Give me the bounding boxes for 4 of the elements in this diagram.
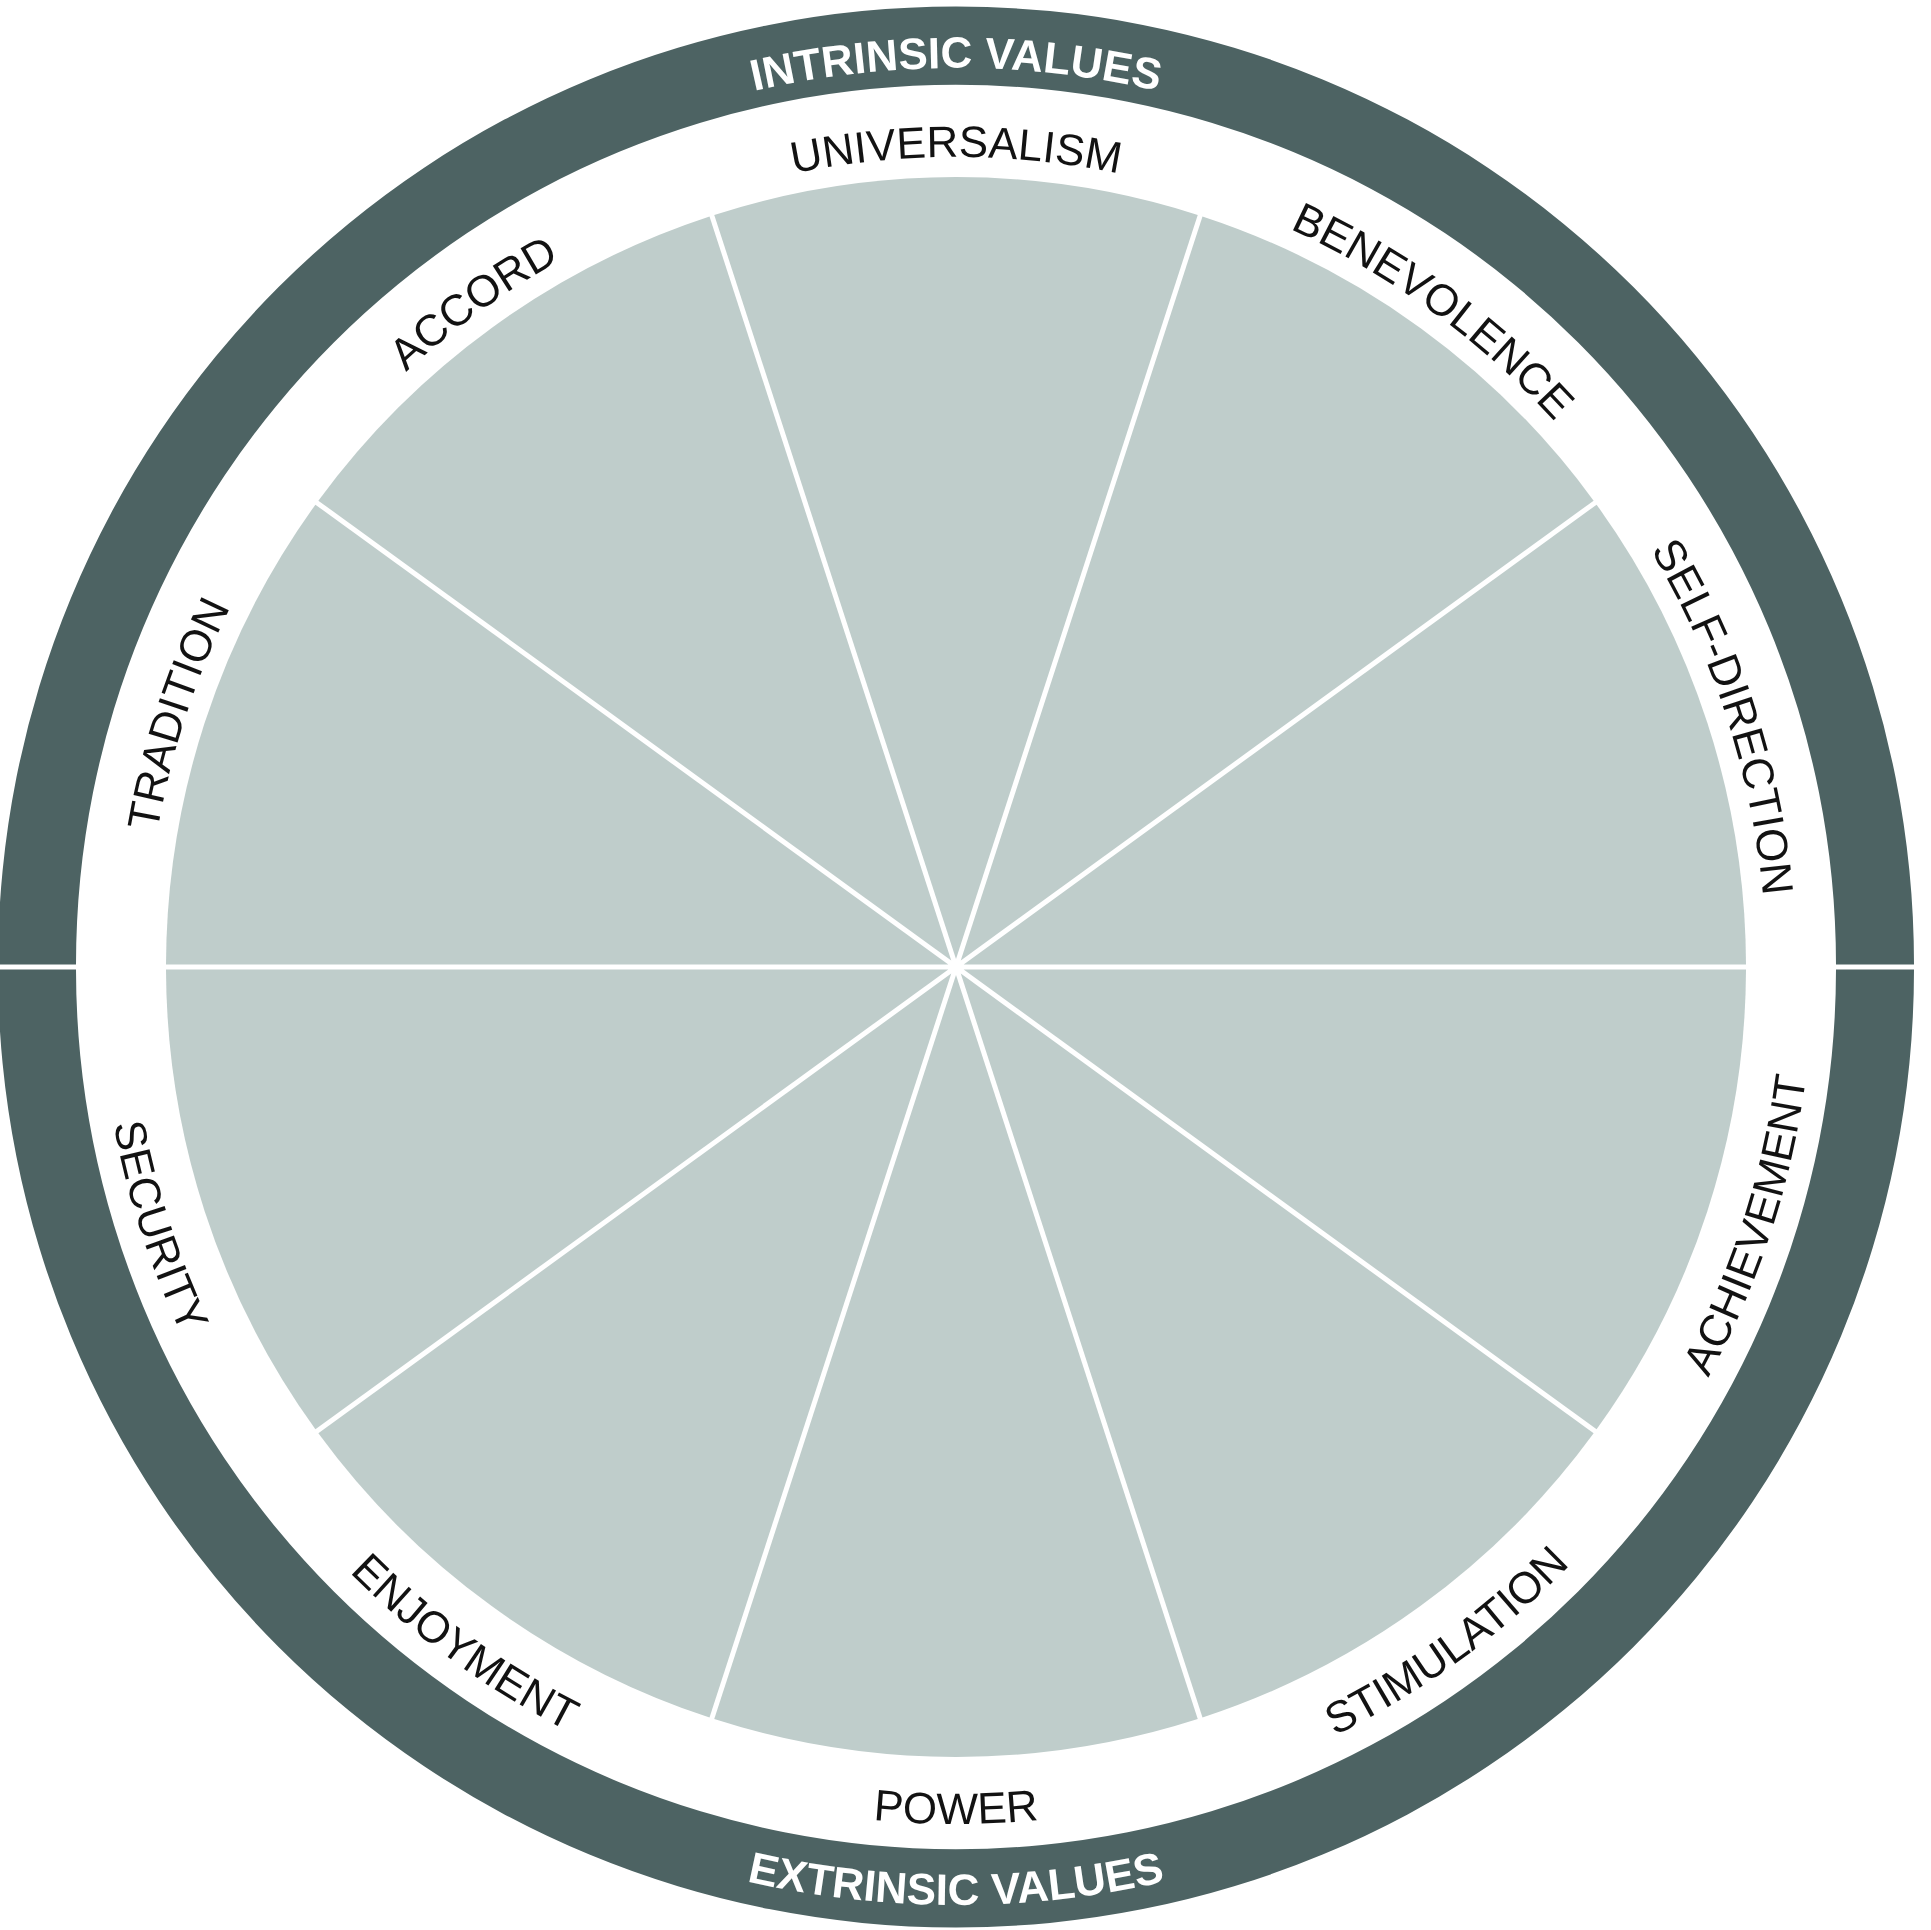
sector-label: POWER [872, 1780, 1040, 1834]
ring-heading: INTRINSIC VALUES [745, 28, 1167, 100]
sector-label: UNIVERSALISM [785, 116, 1126, 183]
ring-heading: EXTRINSIC VALUES [744, 1842, 1168, 1915]
